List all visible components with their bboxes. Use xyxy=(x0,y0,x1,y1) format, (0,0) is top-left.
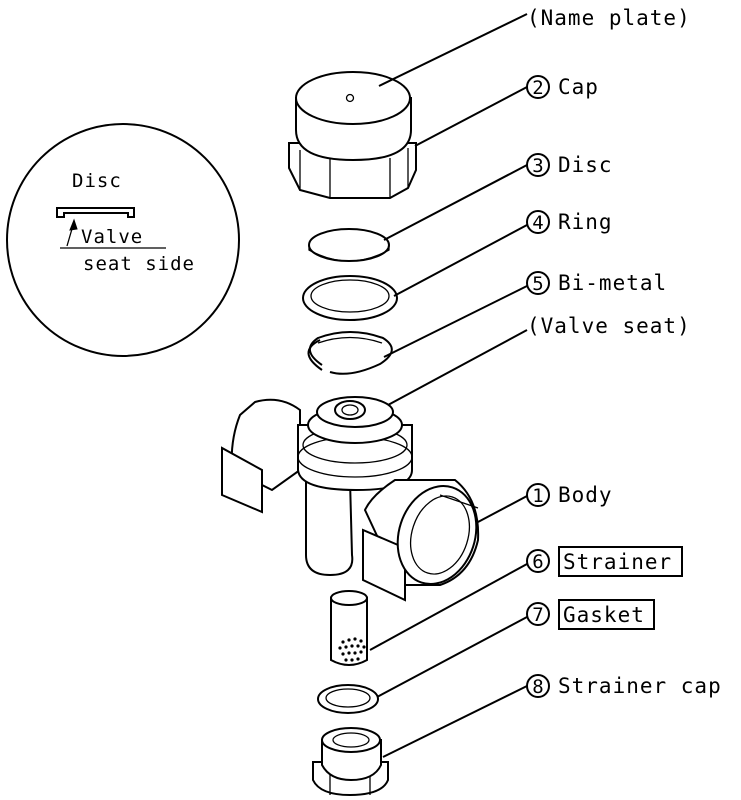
disc-number: 3 xyxy=(532,155,543,177)
callout-number-circle xyxy=(526,271,550,295)
bi-metal-label: Bi-metal xyxy=(558,271,667,295)
disc-part xyxy=(308,228,390,262)
disc-detail-inset: Disc Valve seat side xyxy=(6,123,240,357)
bi-metal-part xyxy=(307,331,393,375)
strainer-label: Strainer xyxy=(563,550,672,574)
inset-seat-side-label: seat side xyxy=(83,253,195,275)
strainer-cap-part xyxy=(312,727,389,797)
callout-strainer: 6 Strainer xyxy=(526,546,683,577)
callout-number-circle xyxy=(526,210,550,234)
callout-ring: 4 Ring xyxy=(526,210,613,234)
disc-label: Disc xyxy=(558,153,613,177)
gasket-number: 7 xyxy=(532,604,543,626)
callout-number-circle xyxy=(526,549,550,573)
callout-strainer-cap: 8 Strainer cap xyxy=(526,674,722,698)
ring-part xyxy=(302,275,398,321)
body-label: Body xyxy=(558,483,613,507)
strainer-cap-label: Strainer cap xyxy=(558,674,722,698)
bi-metal-number: 5 xyxy=(532,273,543,295)
callout-number-circle xyxy=(526,674,550,698)
leader-lines xyxy=(369,13,528,758)
strainer-cap-number: 8 xyxy=(532,676,543,698)
strainer-part xyxy=(330,590,368,666)
gasket-label-box xyxy=(558,599,655,630)
callout-number-circle xyxy=(526,602,550,626)
callout-valve-seat: (Valve seat) xyxy=(527,314,691,338)
callout-gasket: 7 Gasket xyxy=(526,599,655,630)
body-part xyxy=(221,396,480,602)
callout-body: 1 Body xyxy=(526,483,613,507)
cap-part xyxy=(288,71,417,199)
name-plate-label: (Name plate) xyxy=(527,6,691,30)
inset-valve-label: Valve xyxy=(81,226,143,248)
body-number: 1 xyxy=(532,485,543,507)
inset-disc-label: Disc xyxy=(72,170,122,192)
ring-number: 4 xyxy=(532,212,543,234)
ring-label: Ring xyxy=(558,210,613,234)
valve-seat-label: (Valve seat) xyxy=(527,314,691,338)
callout-bi-metal: 5 Bi-metal xyxy=(526,271,667,295)
callout-cap: 2 Cap xyxy=(526,75,599,99)
strainer-label-box xyxy=(558,546,683,577)
callout-name-plate: (Name plate) xyxy=(527,6,691,30)
callout-number-circle xyxy=(526,483,550,507)
callout-disc: 3 Disc xyxy=(526,153,613,177)
gasket-label: Gasket xyxy=(563,603,645,627)
strainer-number: 6 xyxy=(532,551,543,573)
inset-disc-profile-icon xyxy=(56,207,135,218)
callout-number-circle xyxy=(526,75,550,99)
cap-number: 2 xyxy=(532,77,543,99)
gasket-part xyxy=(317,684,379,714)
callout-number-circle xyxy=(526,153,550,177)
cap-label: Cap xyxy=(558,75,599,99)
